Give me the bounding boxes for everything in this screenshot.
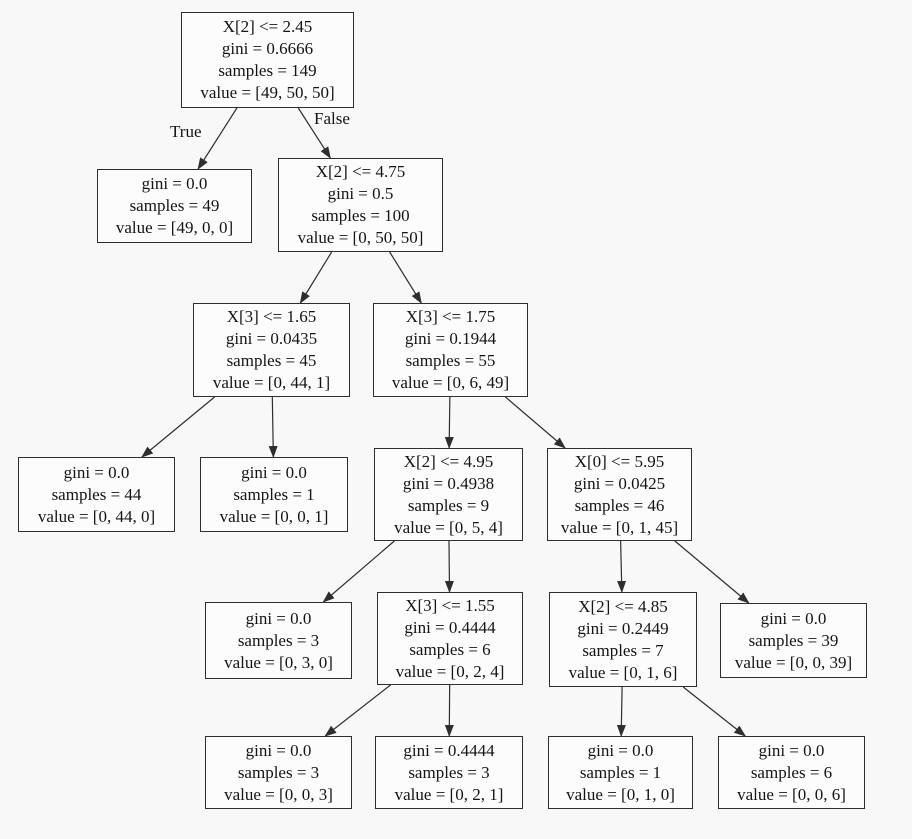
tree-node-leaf: gini = 0.0 samples = 1 value = [0, 0, 1] <box>200 457 348 532</box>
gini-value: gini = 0.0 <box>758 740 825 760</box>
class-values: value = [0, 2, 1] <box>394 784 504 804</box>
samples-count: samples = 1 <box>579 762 662 782</box>
samples-count: samples = 9 <box>407 495 490 515</box>
tree-edge <box>268 396 278 458</box>
class-values: value = [0, 1, 6] <box>568 662 678 682</box>
class-values: value = [0, 0, 39] <box>734 652 853 672</box>
samples-count: samples = 3 <box>408 762 490 782</box>
samples-count: samples = 6 <box>750 762 833 782</box>
tree-node-split: X[2] <= 4.75 gini = 0.5 samples = 100 va… <box>278 158 443 252</box>
tree-node-split: X[0] <= 5.95 gini = 0.0425 samples = 46 … <box>547 448 692 541</box>
tree-node-leaf: gini = 0.0 samples = 44 value = [0, 44, … <box>18 457 175 532</box>
tree-edge <box>444 396 454 449</box>
gini-value: gini = 0.5 <box>327 184 394 203</box>
gini-value: gini = 0.0 <box>760 608 827 628</box>
gini-value: gini = 0.0435 <box>225 329 318 348</box>
tree-node-leaf: gini = 0.0 samples = 3 value = [0, 0, 3] <box>205 736 352 809</box>
tree-edge <box>324 684 391 737</box>
tree-edge <box>682 686 747 737</box>
gini-value: gini = 0.4444 <box>403 740 495 760</box>
samples-count: samples = 55 <box>405 351 496 370</box>
class-values: value = [0, 1, 0] <box>566 784 675 804</box>
tree-node-split: X[3] <= 1.55 gini = 0.4444 samples = 6 v… <box>377 592 523 685</box>
gini-value: gini = 0.6666 <box>221 39 314 58</box>
split-condition: X[3] <= 1.55 <box>405 595 495 615</box>
samples-count: samples = 44 <box>51 484 142 504</box>
split-condition: X[3] <= 1.65 <box>226 307 317 326</box>
samples-count: samples = 100 <box>311 206 410 225</box>
tree-node-split: X[3] <= 1.65 gini = 0.0435 samples = 45 … <box>193 303 350 397</box>
class-values: value = [0, 5, 4] <box>394 517 503 537</box>
gini-value: gini = 0.0 <box>241 462 307 482</box>
gini-value: gini = 0.1944 <box>404 329 497 348</box>
split-condition: X[2] <= 4.95 <box>403 451 494 471</box>
class-values: value = [0, 0, 6] <box>737 784 846 804</box>
class-values: value = [0, 44, 0] <box>37 506 156 526</box>
samples-count: samples = 149 <box>218 61 317 80</box>
tree-edge <box>197 107 238 170</box>
tree-edge <box>616 686 626 737</box>
edge-label-false: False <box>314 109 350 128</box>
tree-edge <box>505 396 566 449</box>
class-values: value = [49, 0, 0] <box>115 218 234 237</box>
tree-node-leaf: gini = 0.4444 samples = 3 value = [0, 2,… <box>375 736 523 809</box>
split-condition: X[2] <= 4.75 <box>315 162 406 181</box>
tree-node-leaf: gini = 0.0 samples = 6 value = [0, 0, 6] <box>718 736 865 809</box>
class-values: value = [0, 44, 1] <box>212 373 331 392</box>
samples-count: samples = 3 <box>237 630 320 650</box>
class-values: value = [0, 6, 49] <box>391 373 510 392</box>
tree-node-split: X[3] <= 1.75 gini = 0.1944 samples = 55 … <box>373 303 528 397</box>
class-values: value = [0, 1, 45] <box>560 517 679 537</box>
edge-label-true: True <box>170 122 202 141</box>
samples-count: samples = 1 <box>233 484 315 504</box>
tree-edge <box>617 540 627 593</box>
tree-node-leaf: gini = 0.0 samples = 49 value = [49, 0, … <box>97 169 252 243</box>
class-values: value = [49, 50, 50] <box>200 83 335 102</box>
tree-node-root: X[2] <= 2.45 gini = 0.6666 samples = 149… <box>181 12 354 108</box>
samples-count: samples = 6 <box>409 639 491 659</box>
samples-count: samples = 3 <box>237 762 320 782</box>
tree-edge <box>141 396 215 458</box>
gini-value: gini = 0.0 <box>245 740 312 760</box>
split-condition: X[2] <= 2.45 <box>222 17 313 36</box>
tree-edge <box>389 251 422 304</box>
class-values: value = [0, 0, 1] <box>219 506 329 526</box>
tree-edge <box>444 540 454 593</box>
gini-value: gini = 0.0425 <box>573 473 666 493</box>
samples-count: samples = 45 <box>226 351 317 370</box>
split-condition: X[2] <= 4.85 <box>578 596 668 616</box>
samples-count: samples = 49 <box>129 196 220 215</box>
tree-node-leaf: gini = 0.0 samples = 1 value = [0, 1, 0] <box>548 736 693 809</box>
tree-node-split: X[2] <= 4.95 gini = 0.4938 samples = 9 v… <box>374 448 523 541</box>
gini-value: gini = 0.4938 <box>402 473 495 493</box>
gini-value: gini = 0.0 <box>587 740 654 760</box>
gini-value: gini = 0.4444 <box>404 617 496 637</box>
samples-count: samples = 39 <box>748 630 839 650</box>
samples-count: samples = 7 <box>582 640 664 660</box>
tree-node-leaf: gini = 0.0 samples = 3 value = [0, 3, 0] <box>205 602 352 679</box>
gini-value: gini = 0.0 <box>141 174 208 193</box>
gini-value: gini = 0.2449 <box>577 618 669 638</box>
class-values: value = [0, 0, 3] <box>224 784 333 804</box>
tree-node-split: X[2] <= 4.85 gini = 0.2449 samples = 7 v… <box>549 592 697 687</box>
class-values: value = [0, 2, 4] <box>395 661 505 681</box>
samples-count: samples = 46 <box>574 495 665 515</box>
gini-value: gini = 0.0 <box>63 462 130 482</box>
tree-edge <box>299 251 333 304</box>
class-values: value = [0, 3, 0] <box>224 652 333 672</box>
split-condition: X[0] <= 5.95 <box>574 451 665 471</box>
gini-value: gini = 0.0 <box>245 608 312 628</box>
class-values: value = [0, 50, 50] <box>297 228 424 247</box>
split-condition: X[3] <= 1.75 <box>405 307 496 326</box>
tree-node-leaf: gini = 0.0 samples = 39 value = [0, 0, 3… <box>720 603 867 678</box>
